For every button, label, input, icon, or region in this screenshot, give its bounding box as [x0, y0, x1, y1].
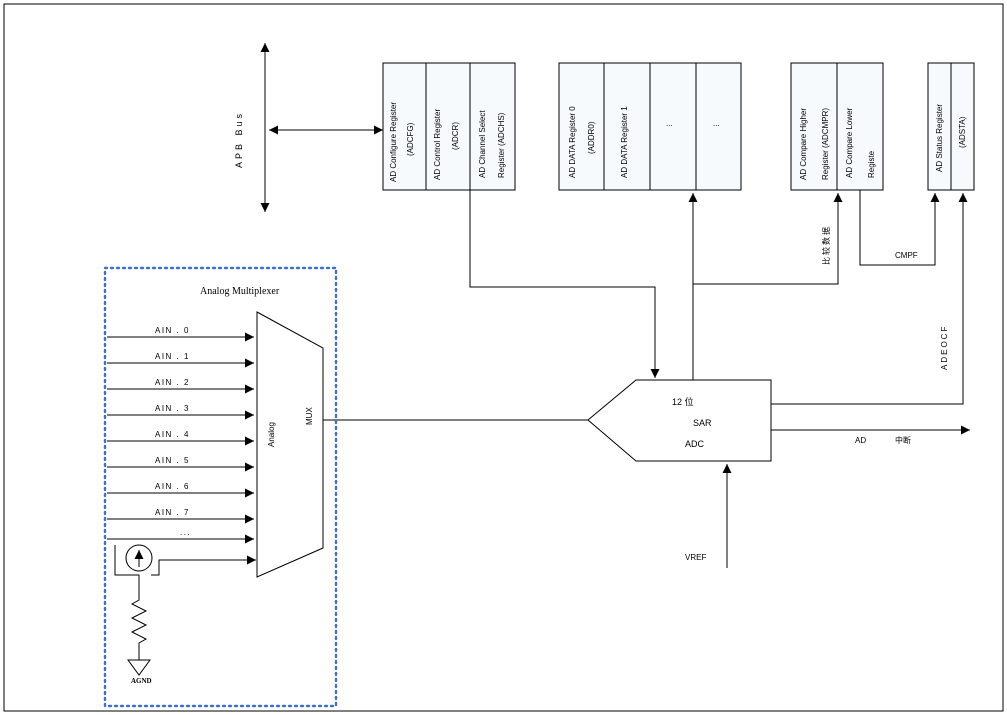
- addr-more-2: ...: [713, 119, 720, 128]
- ain-input-label: AIN . 2: [155, 378, 190, 387]
- channel-select-to-adc: [469, 190, 660, 378]
- ain-input-label: AIN . 3: [155, 404, 190, 413]
- adc-shape: [587, 379, 772, 462]
- adeocf-label: ADEOCF: [940, 325, 949, 370]
- addr1-register-name: AD DATA Register 1: [620, 106, 629, 178]
- adc-label: ADC: [685, 439, 705, 449]
- adcr-register-name: AD Control Register: [433, 109, 442, 180]
- adchs-register-name: AD Channel Select: [478, 110, 487, 178]
- adsta-register-abbr: (ADSTA): [958, 116, 967, 148]
- adcmpl-register-abbr: Registe: [867, 150, 876, 178]
- vref-label: VREF: [685, 553, 706, 562]
- addr0-register-name: AD DATA Register 0: [568, 106, 577, 178]
- mux-title: Analog Multiplexer: [200, 286, 280, 297]
- ain-input-label: AIN . 5: [155, 456, 190, 465]
- adcr-register-abbr: (ADCR): [451, 122, 460, 150]
- ain-input-label: AIN . 0: [155, 326, 190, 335]
- config-register-box: [382, 62, 516, 191]
- ground-icon: [127, 659, 151, 676]
- adcmpr-register-name: AD Compare Higher: [799, 108, 808, 180]
- addr-more-1: ...: [666, 119, 673, 128]
- cmpf-line: [859, 190, 940, 266]
- ad-interrupt-label: AD: [855, 436, 866, 445]
- bias-circuit: AGND: [114, 544, 256, 685]
- adcmpr-register-abbr: Register (ADCMPR): [821, 108, 830, 180]
- addr0-register-abbr: (ADDR0): [587, 121, 596, 154]
- mux-shape: [256, 311, 324, 578]
- analog-multiplexer: Analog Multiplexer Analog MUX AIN . 0AIN…: [103, 266, 338, 708]
- mux-dotted-frame: [103, 266, 338, 708]
- adchs-register-abbr: Register (ADCHS): [497, 112, 506, 178]
- compare-data-label: 比较数据: [821, 225, 831, 265]
- ain-input-label: AIN . 1: [155, 352, 190, 361]
- config-register-group: AD Configure Register (ADCFG) AD Control…: [382, 62, 516, 191]
- ad-interrupt-label-cn: 中断: [895, 435, 911, 445]
- ain-input-label: ...: [180, 528, 191, 537]
- apb-bus: APB Bus: [234, 43, 383, 212]
- ain-input-label: AIN . 7: [155, 508, 190, 517]
- compare-data-line: [693, 193, 843, 285]
- ain-input-label: AIN . 4: [155, 430, 190, 439]
- sar-adc-block: 12 位 SAR ADC: [587, 379, 772, 462]
- mux-label-mux: MUX: [305, 407, 314, 425]
- ain-input-list: AIN . 0 AIN . 1 AIN . 2 AIN . 3 AIN . 4 AIN .…: [107, 326, 254, 544]
- resistor-icon: [130, 592, 148, 652]
- signal-connections: 比较数据 CMPF ADEOCF VREF AD 中断: [323, 190, 970, 568]
- apb-bus-label: APB Bus: [234, 111, 244, 168]
- data-register-group: AD DATA Register 0 (ADDR0) AD DATA Regis…: [558, 62, 742, 191]
- adsta-register-name: AD Status Register: [935, 104, 944, 172]
- diagram-frame: [3, 3, 1004, 712]
- mux-label-analog: Analog: [267, 422, 276, 447]
- status-register-group: AD Status Register (ADSTA): [927, 62, 975, 191]
- adc-sar-label: SAR: [693, 418, 712, 428]
- compare-register-group: AD Compare Higher Register (ADCMPR) AD C…: [790, 62, 884, 191]
- adcmpl-register-name: AD Compare Lower: [845, 107, 854, 178]
- adc-bits-label: 12 位: [672, 396, 694, 407]
- cmpf-label: CMPF: [895, 251, 918, 260]
- agnd-label: AGND: [131, 677, 152, 685]
- ain-input-label: AIN . 6: [155, 482, 190, 491]
- adcfg-register-abbr: (ADCFG): [406, 122, 415, 156]
- adeocf-line: [771, 193, 968, 405]
- adcfg-register-name: AD Configure Register: [389, 102, 398, 182]
